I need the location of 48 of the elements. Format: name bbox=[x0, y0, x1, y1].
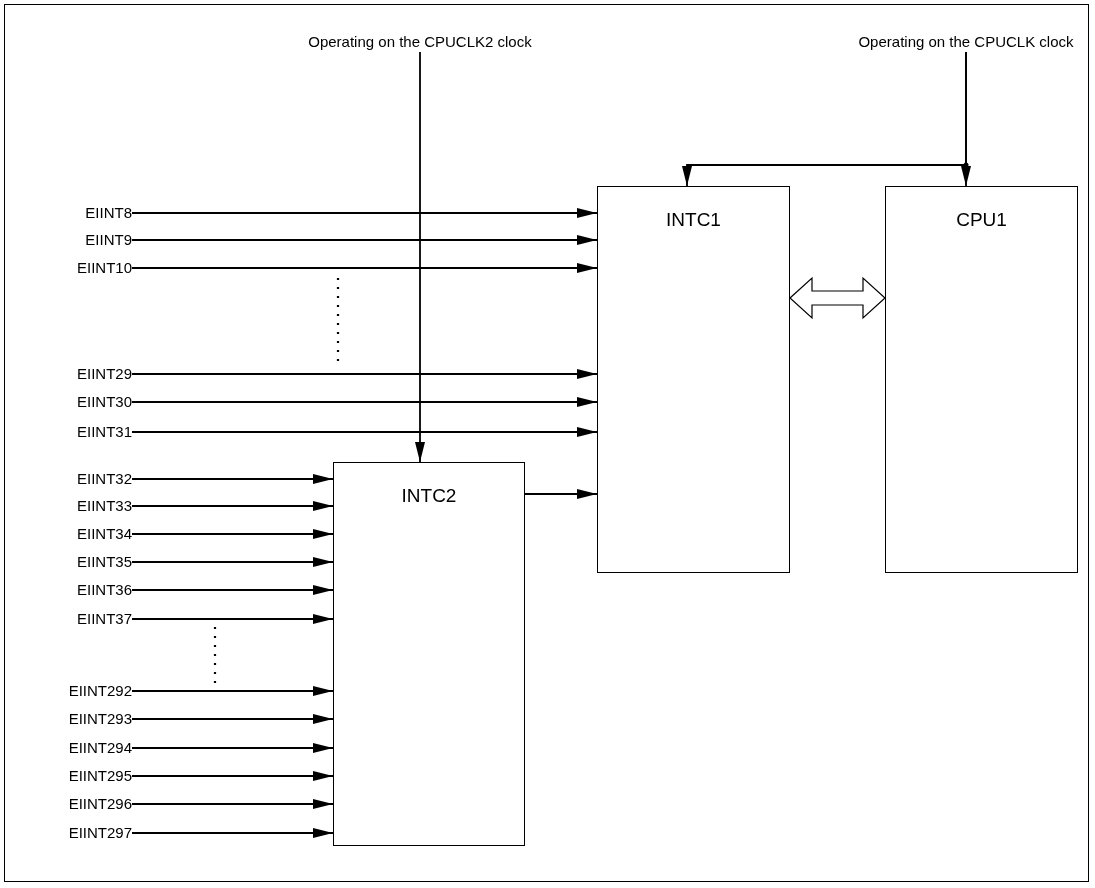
signal-label: EIINT293 bbox=[18, 709, 132, 729]
signal-label: EIINT32 bbox=[18, 469, 132, 489]
block-box bbox=[333, 462, 525, 846]
block-box bbox=[885, 186, 1078, 573]
signal-label: EIINT9 bbox=[18, 230, 132, 250]
arrow bbox=[131, 397, 598, 407]
signal-label: EIINT297 bbox=[18, 823, 132, 843]
signal-label: EIINT295 bbox=[18, 766, 132, 786]
signal-label: EIINT37 bbox=[18, 609, 132, 629]
double-arrow bbox=[789, 276, 886, 320]
arrow bbox=[131, 686, 334, 696]
arrow bbox=[131, 614, 334, 624]
arrow bbox=[131, 771, 334, 781]
block-title: CPU1 bbox=[955, 209, 1008, 231]
signal-label: EIINT296 bbox=[18, 794, 132, 814]
block-title: INTC2 bbox=[400, 485, 458, 507]
signal-label: EIINT33 bbox=[18, 496, 132, 516]
signal-label: EIINT30 bbox=[18, 392, 132, 412]
arrow bbox=[961, 51, 971, 187]
arrow bbox=[131, 557, 334, 567]
arrow bbox=[415, 51, 425, 463]
arrow bbox=[131, 474, 334, 484]
signal-label: EIINT34 bbox=[18, 524, 132, 544]
signal-label: EIINT31 bbox=[18, 422, 132, 442]
arrow bbox=[131, 799, 334, 809]
clock-label: Operating on the CPUCLK2 clock bbox=[300, 32, 540, 52]
block-box bbox=[597, 186, 790, 573]
signal-label: EIINT292 bbox=[18, 681, 132, 701]
arrow bbox=[131, 828, 334, 838]
arrow bbox=[131, 369, 598, 379]
clock-label: Operating on the CPUCLK clock bbox=[848, 32, 1084, 52]
arrow bbox=[131, 501, 334, 511]
signal-label: EIINT8 bbox=[18, 203, 132, 223]
signal-label: EIINT29 bbox=[18, 364, 132, 384]
arrow bbox=[131, 427, 598, 437]
arrow bbox=[131, 714, 334, 724]
arrow bbox=[131, 585, 334, 595]
arrow bbox=[131, 208, 598, 218]
arrow bbox=[131, 263, 598, 273]
arrow bbox=[524, 489, 598, 499]
signal-label: EIINT294 bbox=[18, 738, 132, 758]
signal-label: EIINT35 bbox=[18, 552, 132, 572]
signal-label: EIINT10 bbox=[18, 258, 132, 278]
arrow bbox=[131, 235, 598, 245]
arrow bbox=[131, 529, 334, 539]
signal-label: EIINT36 bbox=[18, 580, 132, 600]
block-title: INTC1 bbox=[665, 209, 722, 231]
arrow bbox=[131, 743, 334, 753]
